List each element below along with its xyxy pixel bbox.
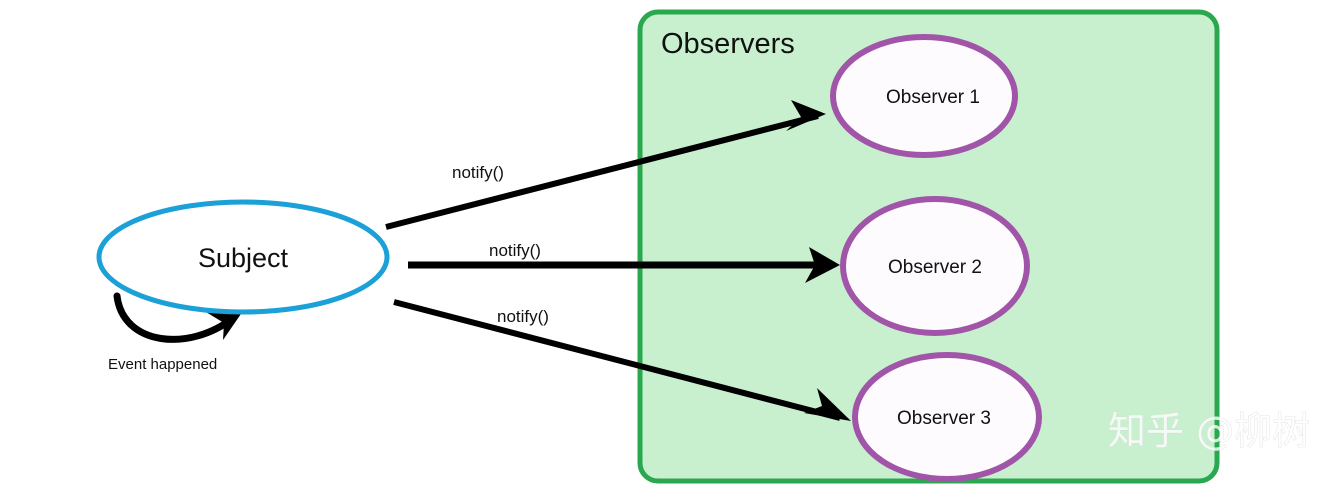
subject-node-label: Subject	[198, 243, 289, 273]
edge-arrowhead-observer-2	[805, 247, 840, 283]
self-loop-arrow	[113, 292, 237, 343]
subject-node[interactable]	[96, 199, 390, 315]
observer-node-2-label: Observer 2	[888, 257, 982, 278]
observer-node-1[interactable]	[830, 34, 1018, 158]
observer-node-3[interactable]	[852, 352, 1042, 482]
edge-arrowhead-observer-1	[786, 100, 826, 131]
edge-line-notify-observer-3	[393, 299, 841, 421]
edge-label-notify-1: notify()	[452, 163, 504, 182]
self-loop-label: Event happened	[108, 356, 217, 373]
watermark: 知乎 @柳树	[1108, 409, 1310, 453]
observers-group-label: Observers	[661, 28, 795, 60]
edge-label-notify-2: notify()	[489, 241, 541, 260]
observer-node-1-label: Observer 1	[886, 87, 980, 108]
observer-node-3-label: Observer 3	[897, 408, 991, 429]
edge-line-notify-observer-1	[385, 113, 819, 230]
edge-arrowhead-observer-3	[804, 388, 851, 421]
observer-node-2[interactable]	[840, 196, 1030, 336]
self-loop-arrowhead	[206, 311, 243, 340]
edge-label-notify-3: notify()	[497, 307, 549, 326]
